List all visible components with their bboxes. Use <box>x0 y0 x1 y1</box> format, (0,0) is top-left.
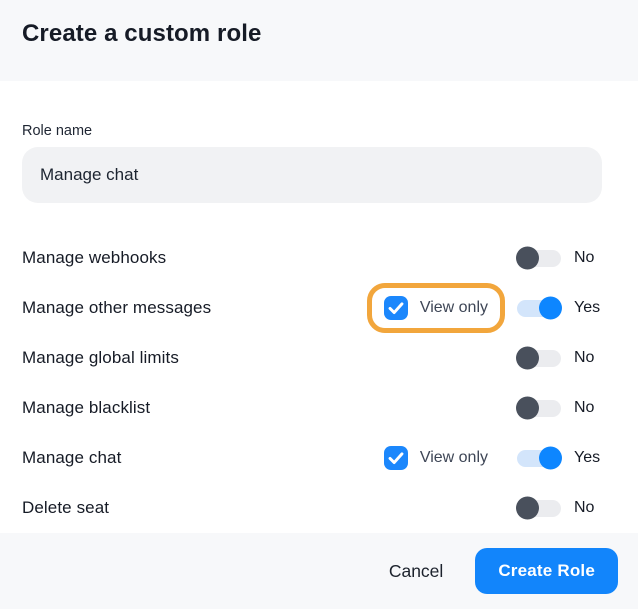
view-only-group: View only <box>367 433 505 483</box>
cancel-button[interactable]: Cancel <box>385 553 447 590</box>
toggle-state-label: No <box>574 499 595 516</box>
toggle-state-label: No <box>574 349 595 366</box>
permission-toggle[interactable] <box>516 496 561 520</box>
toggle-group: No <box>516 396 602 420</box>
view-only-group: View only <box>366 283 505 333</box>
permission-row: Manage global limits No <box>22 333 602 383</box>
checkmark-icon <box>388 452 404 465</box>
toggle-knob-icon <box>539 296 562 320</box>
permission-label: Delete seat <box>22 498 110 517</box>
toggle-knob-icon <box>516 496 539 520</box>
toggle-knob-icon <box>516 246 539 270</box>
permission-toggle[interactable] <box>517 296 562 320</box>
permission-toggle[interactable] <box>516 246 561 270</box>
toggle-group: Yes <box>517 296 602 320</box>
permission-label: Manage global limits <box>22 348 179 367</box>
toggle-group: Yes <box>517 446 602 470</box>
dialog-body: Role name Manage webhooks No Manage othe… <box>0 81 638 533</box>
permissions-list: Manage webhooks No Manage other messages… <box>22 233 602 533</box>
role-name-input[interactable] <box>22 147 602 203</box>
toggle-state-label: Yes <box>574 299 601 316</box>
permission-row: Manage other messages View only Yes <box>22 283 602 333</box>
permission-label: Manage webhooks <box>22 248 167 267</box>
toggle-group: No <box>516 346 602 370</box>
permission-label: Manage blacklist <box>22 398 151 417</box>
permission-row: Manage blacklist No <box>22 383 602 433</box>
permission-toggle[interactable] <box>516 396 561 420</box>
toggle-state-label: No <box>574 399 595 416</box>
toggle-state-label: Yes <box>574 449 601 466</box>
create-role-button[interactable]: Create Role <box>475 548 618 594</box>
view-only-checkbox[interactable] <box>383 446 408 470</box>
checkmark-icon <box>388 302 404 315</box>
toggle-group: No <box>516 246 602 270</box>
permission-row: Manage webhooks No <box>22 233 602 283</box>
toggle-knob-icon <box>539 446 562 470</box>
toggle-knob-icon <box>516 346 539 370</box>
permission-label: Manage chat <box>22 448 122 467</box>
role-name-label: Role name <box>22 123 93 139</box>
view-only-checkbox[interactable] <box>383 296 408 320</box>
dialog-footer: Cancel Create Role <box>0 533 638 609</box>
permission-row: Manage chat View only Yes <box>22 433 602 483</box>
view-only-label: View only <box>419 299 488 316</box>
toggle-knob-icon <box>516 396 539 420</box>
permission-toggle[interactable] <box>517 446 562 470</box>
dialog-title: Create a custom role <box>22 20 262 47</box>
view-only-label: View only <box>419 449 488 466</box>
permission-row: Delete seat No <box>22 483 602 533</box>
dialog-header: Create a custom role <box>0 0 638 81</box>
permission-label: Manage other messages <box>22 298 212 317</box>
toggle-group: No <box>516 496 602 520</box>
permission-toggle[interactable] <box>516 346 561 370</box>
toggle-state-label: No <box>574 249 595 266</box>
